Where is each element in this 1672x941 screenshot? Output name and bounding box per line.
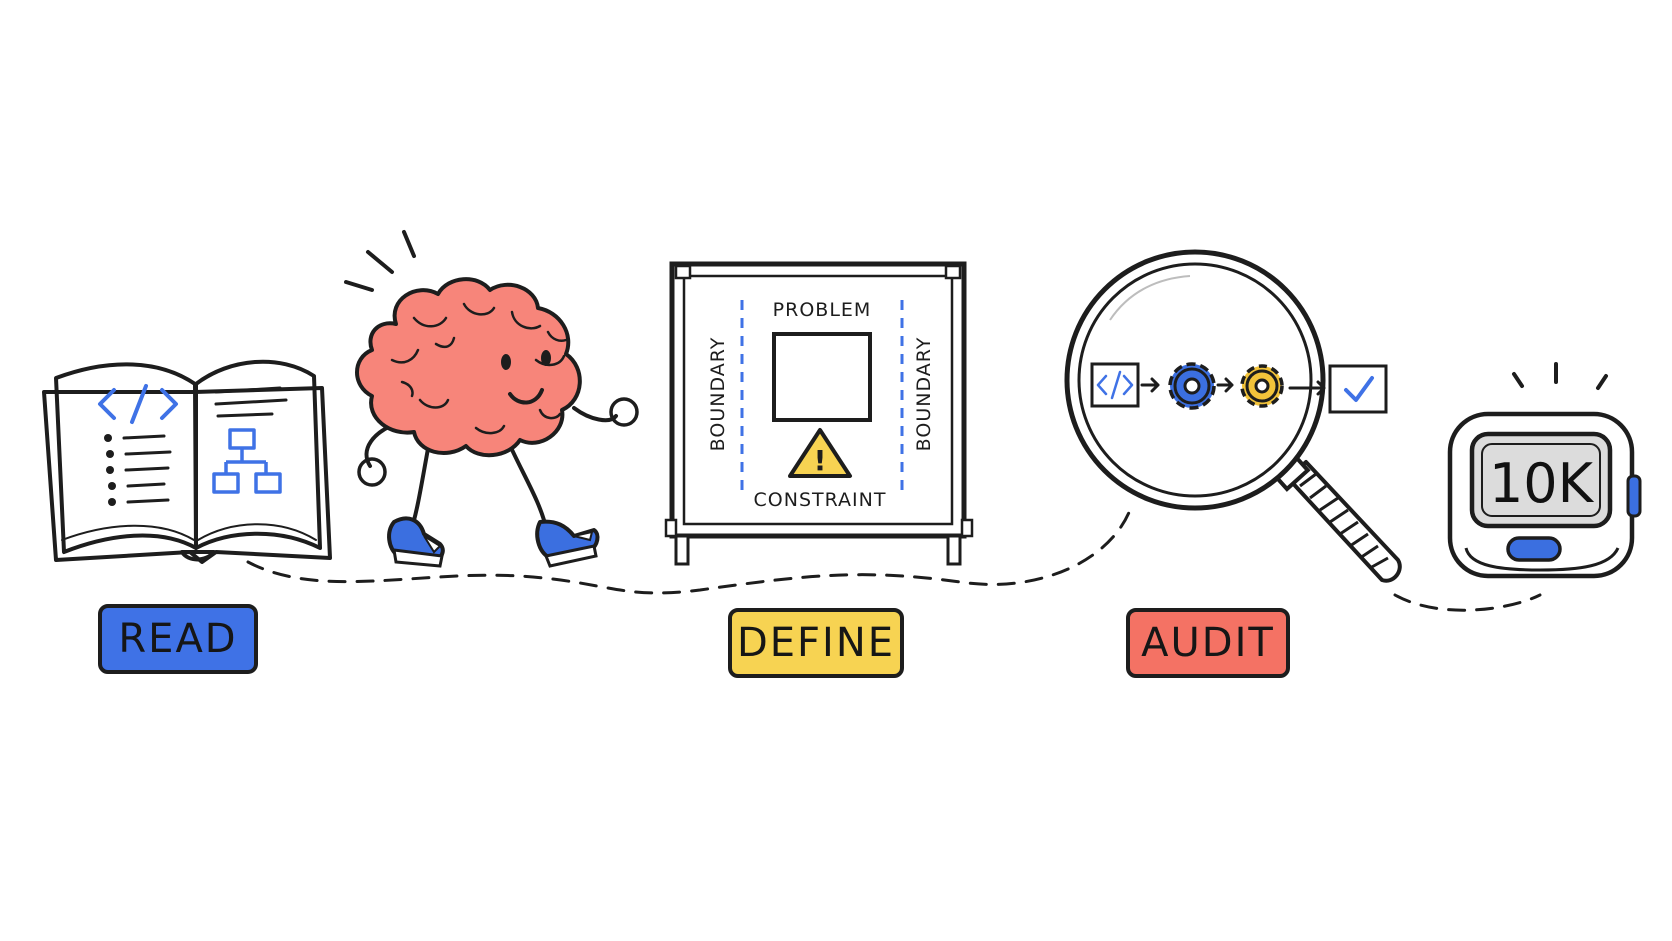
whiteboard-constraint: CONSTRAINT — [754, 489, 887, 511]
checkmark-icon — [1328, 364, 1388, 414]
dashed-path-end — [1393, 593, 1542, 612]
step-label-read: READ — [98, 604, 258, 674]
whiteboard-icon: ! PROBLEM CONSTRAINT BOUNDARY BOUNDARY — [664, 261, 974, 566]
problem-box — [772, 332, 872, 422]
whiteboard-problem: PROBLEM — [773, 299, 872, 321]
whiteboard-boundary-left: BOUNDARY — [707, 337, 729, 452]
step-counter-icon: 10K — [1447, 362, 1642, 579]
magnifying-glass-icon — [1064, 249, 1402, 583]
counter-button — [1506, 536, 1562, 562]
step-label-read-text: READ — [118, 616, 237, 662]
gear-icon-yellow — [1240, 364, 1284, 408]
book-icon — [42, 359, 332, 564]
warning-glyph: ! — [814, 444, 827, 477]
step-label-define: DEFINE — [728, 608, 904, 678]
audit-code-icon — [1090, 362, 1140, 408]
counter-display: 10K — [1489, 452, 1595, 515]
magnifier-handle — [1286, 460, 1402, 583]
step-label-audit-text: AUDIT — [1141, 620, 1275, 666]
left-sneaker — [387, 516, 445, 568]
bullet-list-icon — [104, 434, 172, 506]
whiteboard-boundary-right: BOUNDARY — [913, 337, 935, 452]
gear-icon-blue — [1168, 362, 1216, 410]
code-icon — [98, 384, 178, 424]
flowchart-icon — [212, 428, 282, 494]
counter-side-button — [1626, 474, 1642, 518]
walking-brain-icon — [344, 230, 639, 568]
dashed-path — [246, 508, 1132, 595]
step-label-define-text: DEFINE — [737, 620, 895, 666]
right-sneaker — [535, 519, 600, 568]
counter-screen — [1469, 431, 1613, 529]
step-label-audit: AUDIT — [1126, 608, 1290, 678]
warning-icon: ! — [788, 428, 852, 478]
